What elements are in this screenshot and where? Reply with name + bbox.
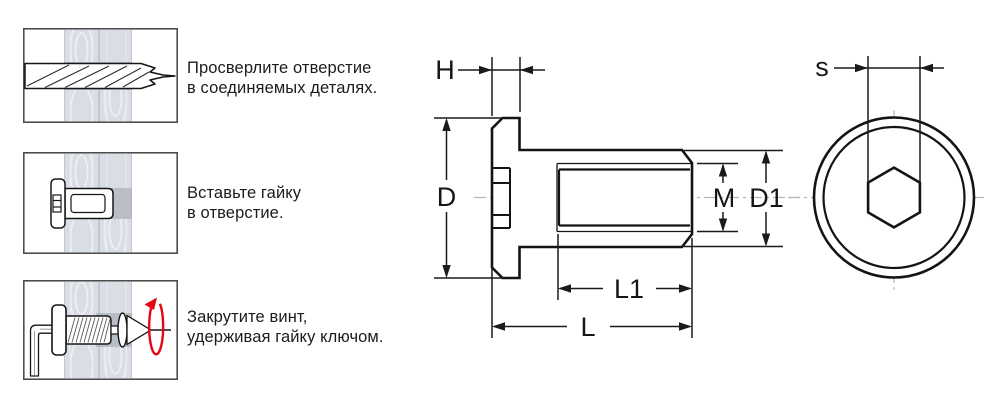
step2-line2: в отверстие.	[187, 204, 284, 222]
dim-H: H	[435, 55, 545, 116]
technical-drawing: H D M D1 L1	[434, 52, 988, 342]
step3-line2: удерживая гайку ключом.	[187, 328, 384, 346]
side-view	[490, 116, 694, 280]
remaining-hole	[111, 188, 132, 219]
label-L1: L1	[614, 274, 644, 304]
label-D1: D1	[749, 183, 784, 213]
nut-silhouette	[490, 116, 694, 280]
dim-L1: L1	[557, 234, 693, 338]
front-view	[812, 116, 976, 279]
step3-text: Закрутите винт, удерживая гайку ключом.	[187, 307, 417, 347]
step1-text: Просверлите отверстие в соединяемых дета…	[187, 58, 417, 98]
socket-side-lines	[492, 167, 511, 229]
dim-M: M	[697, 162, 738, 233]
step2-text: Вставьте гайку в отверстие.	[187, 183, 417, 223]
step1-line2: в соединяемых деталях.	[187, 79, 378, 97]
bore-lines	[557, 168, 690, 227]
dim-L: L	[491, 262, 692, 342]
label-L: L	[580, 312, 595, 342]
hex-socket	[866, 166, 922, 229]
step3-illustration	[23, 280, 178, 385]
thread-hatching	[67, 317, 111, 343]
label-s: s	[815, 52, 829, 82]
drill-illustration	[23, 28, 178, 124]
sleeve-nut	[50, 178, 114, 229]
drill-bit	[24, 62, 176, 90]
label-M: M	[713, 183, 736, 213]
chamfer-circle	[822, 125, 966, 270]
step1-illustration	[23, 28, 178, 128]
step3-line1: Закрутите винт,	[187, 308, 308, 326]
rotation-arrow	[144, 297, 165, 356]
thread-major-lines	[556, 162, 691, 233]
dim-s: s	[815, 52, 944, 182]
step2-illustration	[23, 152, 178, 259]
label-D: D	[437, 182, 457, 212]
step1-line1: Просверлите отверстие	[187, 59, 372, 77]
sleeve-nut-threaded	[51, 304, 112, 356]
step2-line1: Вставьте гайку	[187, 184, 302, 202]
tighten-illustration	[23, 280, 178, 381]
dim-D1: D1	[684, 149, 784, 248]
dim-D: D	[434, 117, 504, 279]
nut-insert-illustration	[23, 152, 178, 255]
label-H: H	[435, 55, 455, 85]
